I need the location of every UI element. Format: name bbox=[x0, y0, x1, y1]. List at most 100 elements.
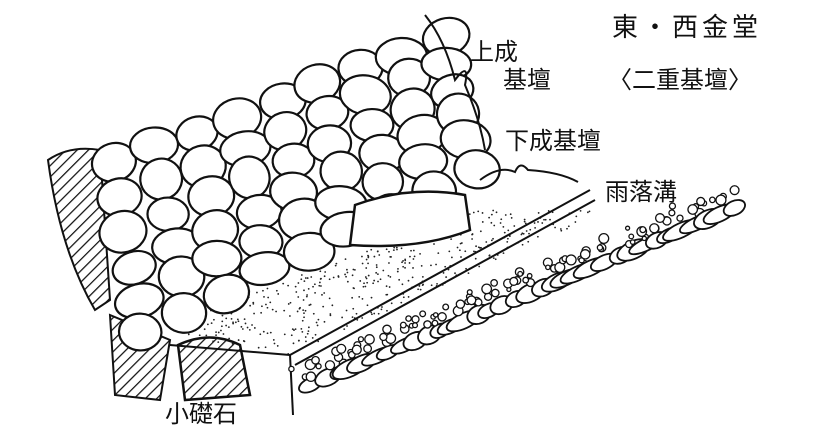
gutter-pebble bbox=[715, 194, 727, 206]
stipple-dot bbox=[317, 340, 320, 343]
stipple-dot bbox=[382, 269, 385, 272]
stipple-dot bbox=[359, 280, 362, 282]
stipple-dot bbox=[575, 215, 578, 218]
gutter-pebble bbox=[324, 360, 336, 371]
stipple-dot bbox=[300, 327, 303, 330]
stipple-dot bbox=[370, 311, 373, 314]
stipple-dot bbox=[301, 330, 304, 333]
stipple-dot bbox=[297, 282, 300, 284]
stipple-dot bbox=[488, 216, 491, 219]
stipple-dot bbox=[345, 309, 348, 312]
stipple-dot bbox=[481, 212, 484, 214]
stipple-dot bbox=[419, 252, 421, 255]
stipple-dot bbox=[307, 288, 310, 290]
stipple-dot bbox=[312, 312, 315, 315]
stipple-dot bbox=[303, 316, 305, 319]
stipple-dot bbox=[253, 327, 256, 329]
stipple-dot bbox=[534, 226, 537, 229]
stipple-dot bbox=[411, 276, 414, 279]
stipple-dot bbox=[328, 297, 331, 300]
stipple-dot bbox=[488, 254, 491, 257]
gutter-pebble bbox=[364, 334, 375, 345]
stipple-dot bbox=[237, 339, 240, 341]
stipple-dot bbox=[407, 279, 410, 282]
stipple-dot bbox=[367, 262, 369, 265]
stipple-dot bbox=[376, 250, 379, 253]
stipple-dot bbox=[373, 279, 376, 282]
stipple-dot bbox=[386, 309, 388, 312]
gutter-pebble bbox=[526, 272, 533, 279]
stipple-dot bbox=[187, 333, 190, 336]
stipple-dot bbox=[502, 225, 505, 228]
stipple-dot bbox=[574, 221, 577, 223]
stipple-dot bbox=[297, 339, 300, 342]
stipple-dot bbox=[277, 293, 280, 295]
stipple-dot bbox=[248, 328, 251, 331]
stipple-dot bbox=[230, 317, 233, 320]
stipple-dot bbox=[392, 249, 395, 252]
stipple-dot bbox=[334, 264, 337, 267]
stipple-dot bbox=[269, 301, 272, 304]
stipple-dot bbox=[408, 262, 411, 264]
gutter-pebble bbox=[455, 299, 466, 309]
gutter-pebble bbox=[336, 343, 347, 354]
stipple-dot bbox=[380, 308, 383, 311]
stipple-dot bbox=[400, 301, 403, 304]
stipple-dot bbox=[304, 277, 307, 279]
diagram-title: 東・西金堂 bbox=[612, 13, 763, 43]
gutter-pebble bbox=[649, 223, 660, 234]
stipple-dot bbox=[291, 328, 294, 330]
stipple-dot bbox=[588, 210, 591, 213]
stipple-dot bbox=[492, 209, 495, 212]
stipple-dot bbox=[240, 325, 243, 328]
stipple-dot bbox=[228, 337, 231, 340]
stipple-dot bbox=[266, 332, 269, 335]
stipple-dot bbox=[304, 336, 307, 338]
stipple-dot bbox=[271, 308, 274, 311]
stipple-dot bbox=[352, 287, 355, 289]
stipple-dot bbox=[503, 231, 506, 234]
gutter-pebble bbox=[522, 276, 530, 284]
stipple-dot bbox=[467, 272, 470, 275]
stipple-dot bbox=[409, 255, 411, 258]
gutter-pebble bbox=[437, 312, 447, 322]
stipple-dot bbox=[510, 217, 513, 219]
gutter-pebble bbox=[490, 279, 498, 287]
gutter-pebble bbox=[654, 213, 666, 224]
stipple-dot bbox=[419, 288, 422, 291]
stipple-dot bbox=[241, 328, 244, 330]
stipple-dot bbox=[275, 310, 278, 313]
gutter-pebble bbox=[517, 270, 524, 277]
gutter-pebble bbox=[676, 214, 684, 222]
stipple-dot bbox=[479, 230, 482, 233]
stipple-dot bbox=[366, 304, 369, 307]
gutter-pebble bbox=[565, 254, 577, 266]
stipple-dot bbox=[499, 222, 502, 224]
stipple-dot bbox=[329, 313, 332, 315]
stipple-dot bbox=[385, 248, 388, 251]
stipple-dot bbox=[412, 249, 415, 252]
gutter-pebble bbox=[399, 321, 407, 329]
stipple-dot bbox=[448, 250, 451, 253]
stipple-dot bbox=[205, 334, 208, 337]
stipple-dot bbox=[337, 276, 340, 278]
stipple-dot bbox=[554, 226, 556, 229]
stipple-dot bbox=[305, 340, 307, 343]
stipple-dot bbox=[420, 264, 423, 267]
diagram-subtitle: 〈二重基壇〉 bbox=[608, 66, 752, 94]
stipple-dot bbox=[237, 320, 240, 323]
stipple-dot bbox=[402, 296, 405, 299]
gutter-pebble bbox=[288, 365, 295, 373]
stipple-dot bbox=[396, 248, 398, 251]
stipple-dot bbox=[323, 320, 326, 323]
stipple-dot bbox=[435, 263, 437, 266]
stipple-dot bbox=[363, 282, 365, 285]
stipple-dot bbox=[444, 265, 447, 268]
stipple-dot bbox=[253, 312, 255, 315]
gutter-pebble bbox=[411, 315, 420, 324]
stipple-dot bbox=[377, 312, 380, 315]
stipple-dot bbox=[385, 293, 388, 296]
stipple-dot bbox=[246, 326, 249, 329]
stipple-dot bbox=[464, 250, 467, 253]
stipple-dot bbox=[273, 342, 276, 345]
